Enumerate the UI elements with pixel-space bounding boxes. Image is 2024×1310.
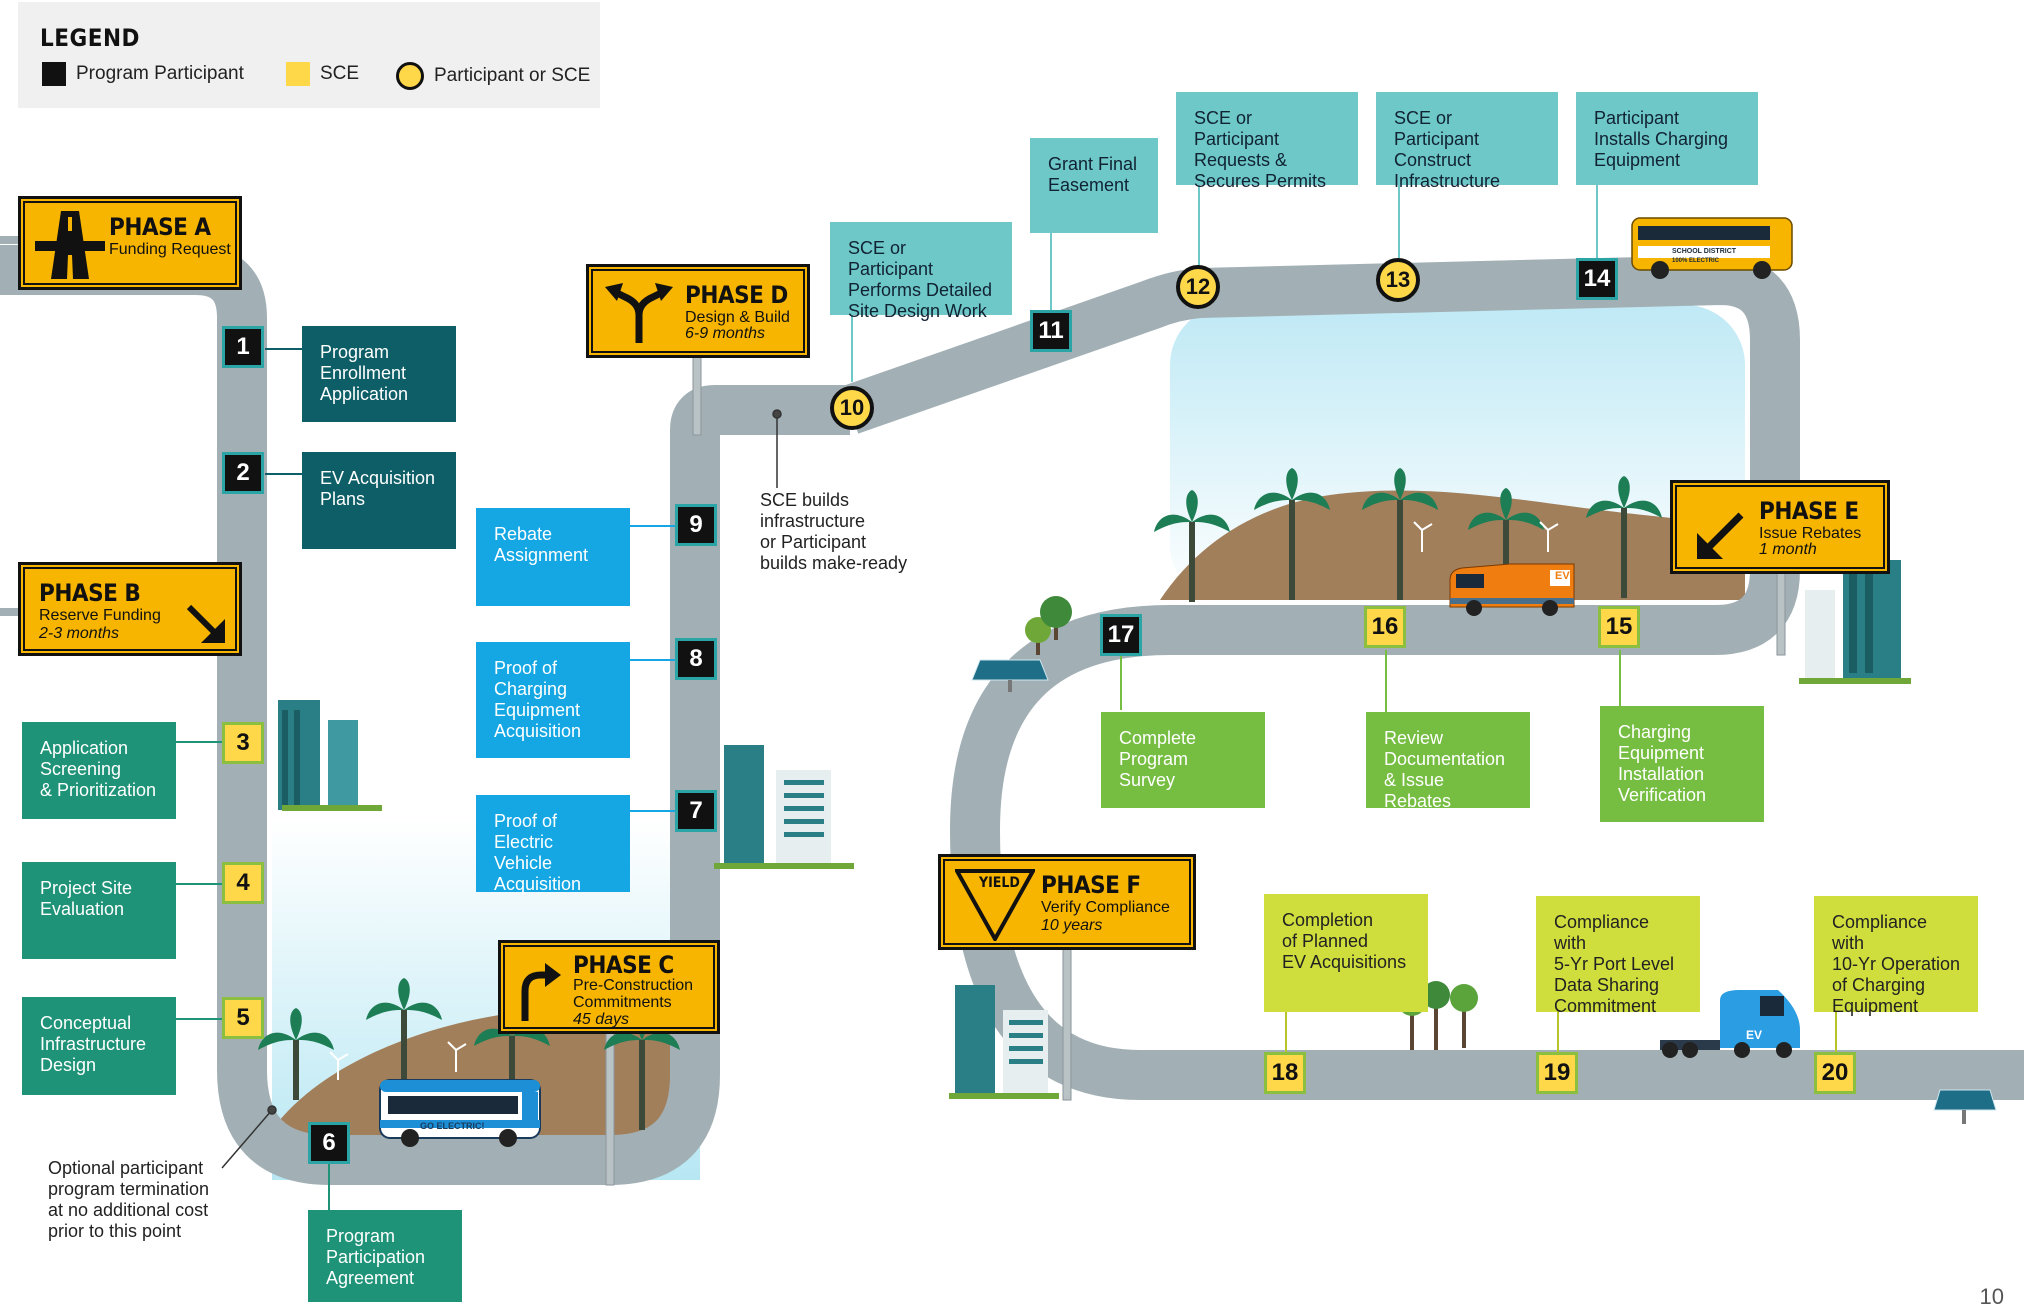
phase-d-sign: PHASE D Design & Build 6-9 months [586,264,810,358]
note-pointers [221,409,782,1169]
legend-title: LEGEND [40,24,140,52]
step-1-marker: 1 [222,326,264,368]
step-10-box: SCE or Participant Performs Detailed Sit… [830,222,1012,321]
step-1-box: Program Enrollment Application [302,326,456,422]
step-2-box: EV Acquisition Plans [302,452,456,549]
legend: LEGEND Program Participant SCE Participa… [18,2,600,108]
sce-builds-note: SCE builds infrastructure or Participant… [760,490,908,573]
step-12-marker: 12 [1176,265,1220,309]
legend-item-sce: SCE [286,62,359,86]
phase-b-sign: PHASE B Reserve Funding 2-3 months [18,562,242,656]
wind-turbines [329,521,1559,1080]
arrow-down-right-icon [186,604,225,643]
ev-semi-truck [1660,990,1800,1058]
step-9-box: Rebate Assignment [476,508,630,606]
yield-sign-icon [955,869,1035,941]
step-18-box: Completion of Planned EV Acquisitions [1264,894,1428,1012]
step-16-marker: 16 [1364,606,1406,648]
road-stub-b [0,608,18,616]
step-12-box: SCE or Participant Requests & Secures Pe… [1176,92,1358,191]
step-19-box: Compliance with 5-Yr Port Level Data Sha… [1536,896,1700,1016]
legend-item-participant-or-sce: Participant or SCE [396,62,590,90]
yellow-circle-icon [396,62,424,90]
step-17-box: Complete Program Survey [1101,712,1265,808]
phase-f-sign: YIELD PHASE F Verify Compliance 10 years [938,854,1196,950]
road-stub-a [0,236,18,244]
school-bus [1631,217,1793,279]
step-15-marker: 15 [1598,606,1640,648]
turn-right-arrow-icon [521,963,561,1021]
fork-arrow-icon [605,283,673,343]
truck-label: EV [1746,1028,1763,1042]
step-13-box: SCE or Participant Construct Infrastruct… [1376,92,1558,191]
legend-item-participant: Program Participant [42,62,244,86]
van-label: EV [1555,570,1570,582]
phase-e-title: PHASE E [1759,497,1859,525]
phase-e-sign: PHASE E Issue Rebates 1 month [1670,480,1890,574]
phase-e-subtitle: Issue Rebates [1759,525,1862,542]
solar-panels [971,659,1997,1124]
step-17-marker: 17 [1100,614,1142,656]
phase-c-subtitle: Pre-Construction Commitments [573,977,694,1011]
phase-e-duration: 1 month [1759,541,1817,558]
bus-label: GO ELECTRIC! [420,1121,485,1131]
step-4-marker: 4 [222,862,264,904]
step-2-marker: 2 [222,452,264,494]
step-11-marker: 11 [1030,310,1072,352]
step-14-marker: 14 [1576,258,1618,300]
ev-van [1449,563,1575,616]
arrow-down-left-icon [1697,512,1744,559]
phase-b-duration: 2-3 months [39,625,120,642]
page-number: 10 [1979,1284,2004,1309]
step-3-marker: 3 [222,722,264,764]
step-3-box: Application Screening & Prioritization [22,722,176,819]
hill-right [1160,490,1745,600]
step-20-box: Compliance with 10-Yr Operation of Charg… [1814,896,1978,1016]
step-4-box: Project Site Evaluation [22,862,176,959]
step-6-marker: 6 [308,1122,350,1164]
phase-d-title: PHASE D [685,281,788,309]
step-14-box: Participant Installs Charging Equipment [1576,92,1758,185]
electric-bus [379,1079,541,1147]
school-bus-label: SCHOOL DISTRICT [1672,248,1737,255]
phase-a-sign: PHASE A Funding Request [18,196,242,290]
step-5-box: Conceptual Infrastructure Design [22,997,176,1095]
step-13-marker: 13 [1376,258,1420,302]
yellow-square-icon [286,62,310,86]
phase-a-subtitle: Funding Request [109,241,231,258]
connectors [176,185,1837,1210]
step-10-marker: 10 [830,386,874,430]
phase-f-title: PHASE F [1041,871,1141,899]
step-20-marker: 20 [1814,1052,1856,1094]
phase-d-duration: 6-9 months [685,325,766,342]
yield-label: YIELD [979,875,1020,891]
phase-f-duration: 10 years [1041,917,1103,934]
school-bus-sublabel: 100% ELECTRIC [1672,258,1720,264]
step-5-marker: 5 [222,997,264,1039]
highway-icon [35,211,105,279]
phase-d-subtitle: Design & Build [685,309,790,326]
step-6-box: Program Participation Agreement [308,1210,462,1302]
phase-c-sign: PHASE C Pre-Construction Commitments 45 … [498,940,720,1034]
step-8-marker: 8 [675,638,717,680]
step-15-box: Charging Equipment Installation Verifica… [1600,706,1764,822]
phase-f-subtitle: Verify Compliance [1041,899,1170,916]
phase-b-subtitle: Reserve Funding [39,607,161,624]
step-8-box: Proof of Charging Equipment Acquisition [476,642,630,758]
step-18-marker: 18 [1264,1052,1306,1094]
step-16-box: Review Documentation & Issue Rebates [1366,712,1530,811]
step-9-marker: 9 [675,504,717,546]
phase-a-title: PHASE A [109,213,211,241]
black-square-icon [42,62,66,86]
buildings [278,560,1911,1099]
termination-note: Optional participant program termination… [48,1158,210,1241]
step-11-box: Grant Final Easement [1030,138,1158,233]
phase-b-title: PHASE B [39,579,141,607]
step-7-marker: 7 [675,790,717,832]
step-7-box: Proof of Electric Vehicle Acquisition [476,795,630,894]
step-19-marker: 19 [1536,1052,1578,1094]
phase-c-title: PHASE C [573,951,674,979]
phase-c-duration: 45 days [573,1011,630,1028]
